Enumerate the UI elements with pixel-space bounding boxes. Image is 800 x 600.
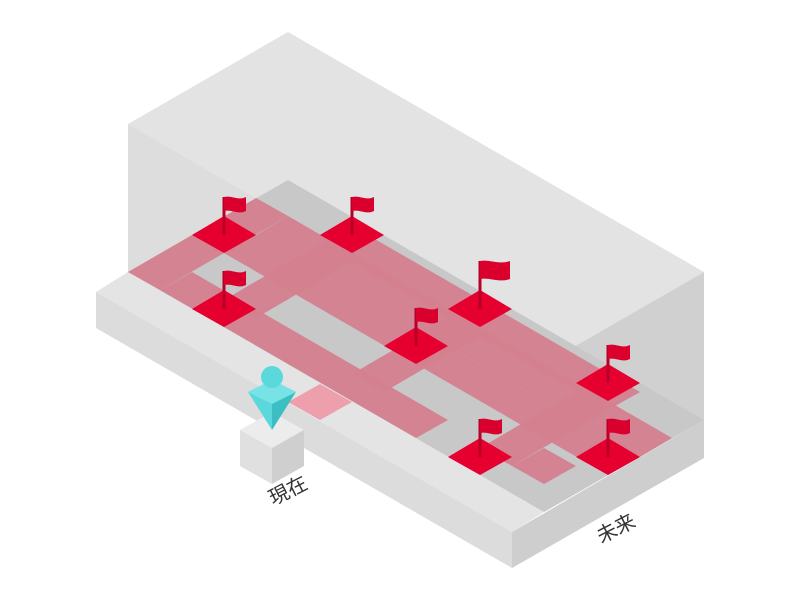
flag-icon <box>222 270 246 309</box>
flag-icon <box>478 418 502 457</box>
pedestal-left <box>240 430 272 484</box>
path-segment <box>480 392 608 466</box>
flag-icon <box>606 344 630 383</box>
path-segment <box>224 244 352 318</box>
flag-icon <box>606 418 630 457</box>
flag-icon <box>222 196 246 235</box>
path-segment <box>128 235 224 290</box>
flag-icon <box>350 196 374 235</box>
base-right-face <box>512 420 704 568</box>
flag-icon <box>478 260 510 309</box>
location-pin-icon <box>248 366 296 430</box>
flags <box>222 196 630 457</box>
pedestal-right <box>272 430 304 484</box>
start-tile <box>288 384 352 420</box>
path-segment <box>512 448 576 484</box>
box-top-face <box>128 32 704 364</box>
flag-icon <box>414 307 438 346</box>
